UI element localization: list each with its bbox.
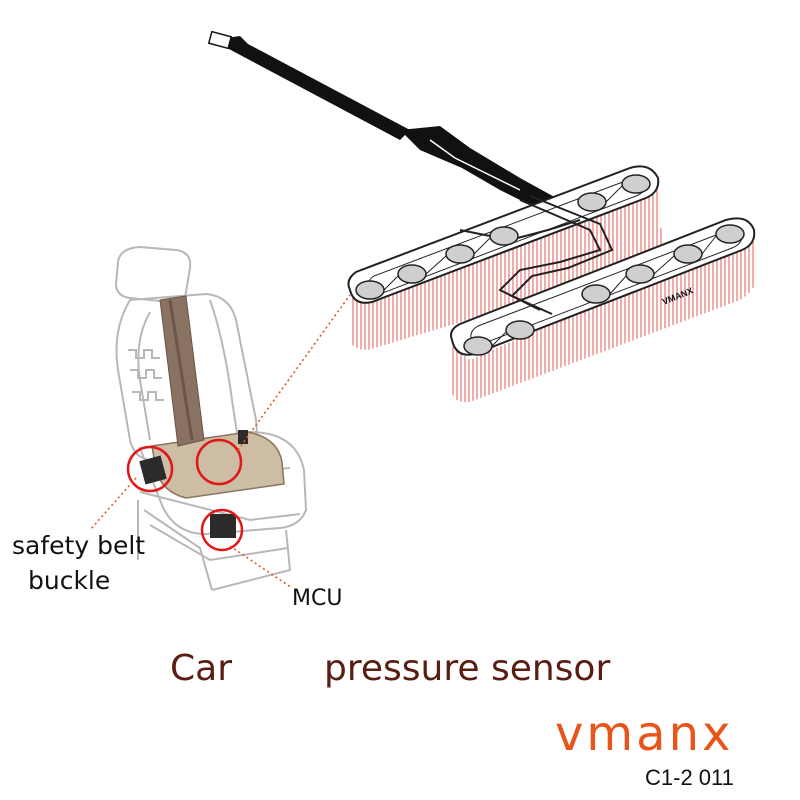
diagram-title: Car pressure sensor — [170, 648, 610, 689]
center-callout-circle — [195, 438, 243, 486]
safety-belt-label-line1: safety belt — [12, 531, 146, 560]
seat-cable — [168, 299, 194, 441]
mcu-component — [210, 514, 236, 538]
product-code: C1-2 011 — [645, 765, 734, 790]
title-part2: pressure sensor — [324, 648, 611, 689]
buckle-callout-circle — [126, 445, 174, 493]
buckle-component — [139, 455, 167, 485]
connector-component — [238, 430, 248, 444]
node-links — [383, 185, 717, 347]
callout-lines — [89, 294, 351, 589]
ribbon-cable — [207, 30, 560, 214]
sensor-nodes-lower — [463, 224, 745, 356]
safety-belt-label-line2: buckle — [28, 566, 111, 595]
sensor-nodes-upper — [355, 174, 651, 300]
sensor-traces — [459, 195, 614, 315]
mcu-label: MCU — [292, 586, 343, 611]
title-part1: Car — [170, 648, 232, 689]
car-seat-illustration — [114, 245, 308, 591]
mcu-callout-circle — [200, 508, 244, 552]
brand-logo-text: vmanx — [555, 706, 734, 762]
